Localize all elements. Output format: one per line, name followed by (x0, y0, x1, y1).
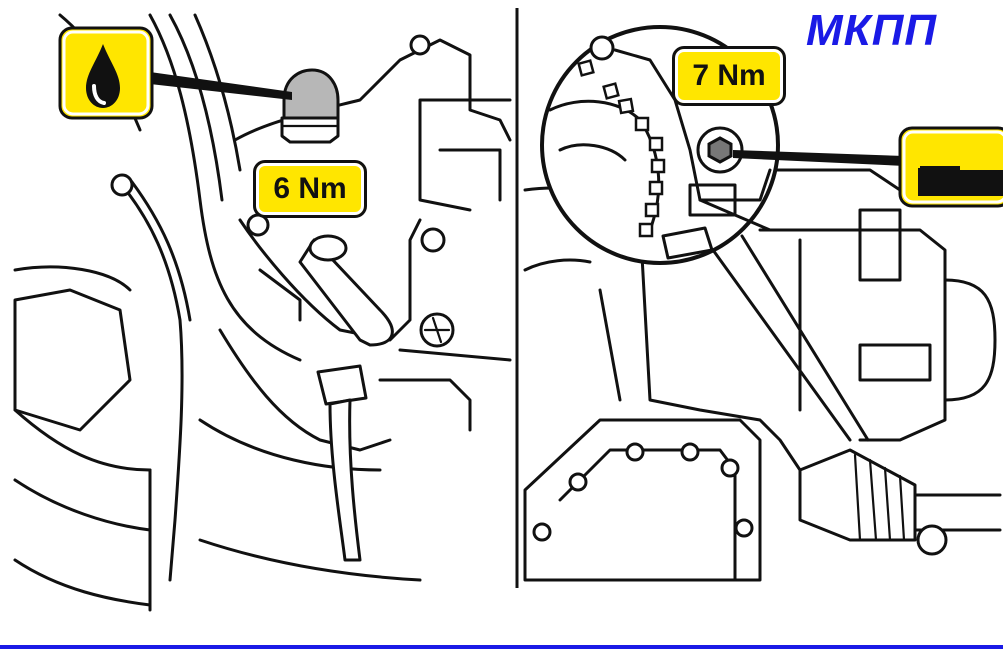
oil-drop-icon (58, 26, 154, 120)
bottom-divider (0, 645, 1003, 649)
left-panel-drawing (13, 13, 512, 612)
torque-label-right: 7 Nm (672, 46, 786, 106)
torque-label-left: 6 Nm (253, 160, 367, 218)
oil-level-icon (898, 126, 1003, 208)
page-title: МКПП (806, 6, 937, 55)
right-panel-drawing (523, 25, 1002, 582)
